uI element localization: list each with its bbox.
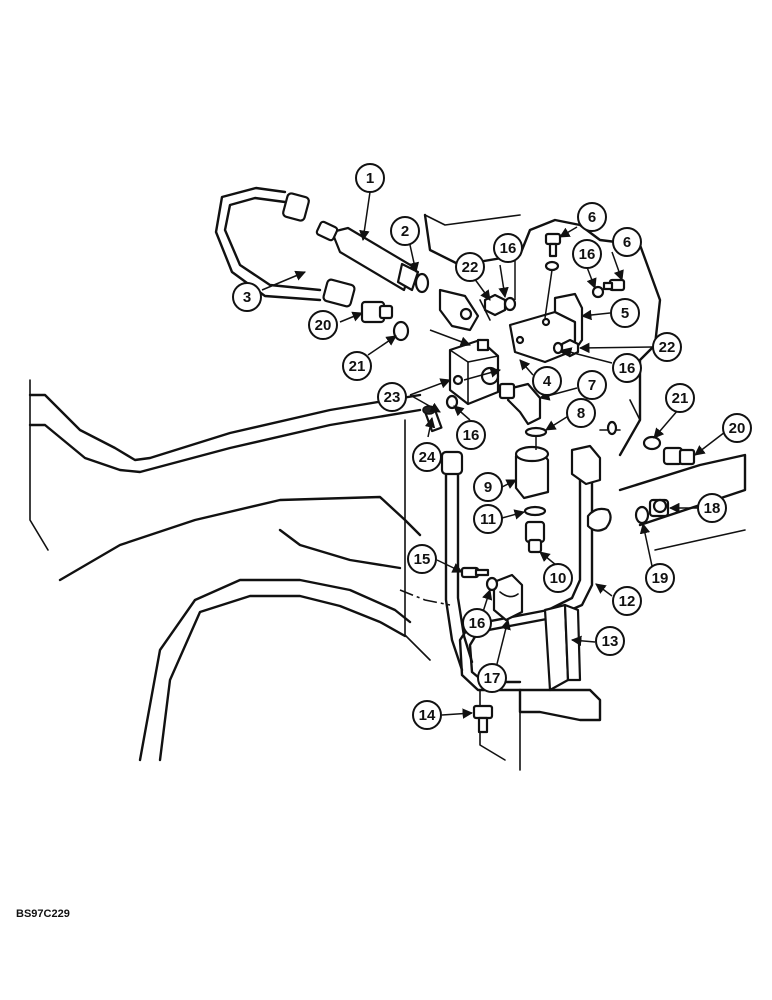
hose-assembly-3 xyxy=(214,186,356,308)
svg-text:9: 9 xyxy=(484,479,492,496)
callout-10: 10 xyxy=(543,563,573,593)
washer-16-b xyxy=(485,576,499,592)
callout-14: 14 xyxy=(412,700,442,730)
svg-text:5: 5 xyxy=(621,305,629,322)
callout-21-a: 21 xyxy=(342,351,372,381)
callout-23: 23 xyxy=(377,382,407,412)
svg-text:19: 19 xyxy=(652,570,669,587)
svg-text:8: 8 xyxy=(577,405,585,422)
svg-text:14: 14 xyxy=(419,707,436,724)
washer-16-f xyxy=(591,285,605,299)
callout-18: 18 xyxy=(697,493,727,523)
callout-9: 9 xyxy=(473,472,503,502)
o-ring-2 xyxy=(414,272,430,294)
washer-16-c xyxy=(503,296,517,312)
callout-16-e: 16 xyxy=(462,608,492,638)
svg-text:21: 21 xyxy=(672,390,689,407)
callout-8: 8 xyxy=(566,398,596,428)
svg-text:13: 13 xyxy=(602,633,619,650)
svg-text:2: 2 xyxy=(401,223,409,240)
callout-20-b: 20 xyxy=(722,413,752,443)
bolt-6-a xyxy=(544,232,562,258)
callout-20-a: 20 xyxy=(308,310,338,340)
callout-24: 24 xyxy=(412,442,442,472)
callout-22-b: 22 xyxy=(652,332,682,362)
callout-13: 13 xyxy=(595,626,625,656)
o-ring-21-left xyxy=(392,320,410,342)
callout-12: 12 xyxy=(612,586,642,616)
callout-16-d: 16 xyxy=(456,420,486,450)
svg-text:12: 12 xyxy=(619,593,636,610)
callout-16-a: 16 xyxy=(493,233,523,263)
svg-text:3: 3 xyxy=(243,289,251,306)
valve-block-23 xyxy=(448,338,500,406)
callout-6-a: 6 xyxy=(577,202,607,232)
machine-frame xyxy=(28,379,747,771)
svg-text:16: 16 xyxy=(463,427,480,444)
svg-text:10: 10 xyxy=(550,570,567,587)
callout-1: 1 xyxy=(355,163,385,193)
washer-16-d xyxy=(552,341,564,355)
svg-text:18: 18 xyxy=(704,500,721,517)
svg-text:20: 20 xyxy=(729,420,746,437)
callout-3: 3 xyxy=(232,282,262,312)
check-valve-9 xyxy=(514,445,550,500)
svg-text:23: 23 xyxy=(384,389,401,406)
o-ring-8 xyxy=(524,426,548,438)
callout-22-a: 22 xyxy=(455,252,485,282)
svg-text:6: 6 xyxy=(588,209,596,226)
cap xyxy=(586,507,612,532)
leader-lines xyxy=(261,191,726,719)
adapter-10 xyxy=(524,520,546,554)
bolt-14 xyxy=(472,704,494,734)
hose-end xyxy=(438,288,480,332)
svg-text:17: 17 xyxy=(484,670,501,687)
bolt-6-b xyxy=(602,278,626,292)
plug-18 xyxy=(648,498,670,518)
bracket-13 xyxy=(543,603,582,692)
svg-text:24: 24 xyxy=(419,449,436,466)
elbow-fitting-7 xyxy=(498,382,542,426)
svg-text:15: 15 xyxy=(414,551,431,568)
washer-16-a xyxy=(445,394,459,410)
svg-text:16: 16 xyxy=(500,240,517,257)
o-ring-21-right xyxy=(642,435,662,451)
callout-19: 19 xyxy=(645,563,675,593)
callout-4: 4 xyxy=(532,366,562,396)
callouts: 1 2 3 4 5 6 6 7 8 9 10 11 12 13 14 15 16… xyxy=(232,163,752,730)
svg-text:7: 7 xyxy=(588,377,596,394)
drawing-code: BS97C229 xyxy=(16,908,70,920)
callout-15: 15 xyxy=(407,544,437,574)
svg-text:21: 21 xyxy=(349,358,366,375)
svg-text:16: 16 xyxy=(579,246,596,263)
connector-20-left xyxy=(360,300,394,324)
svg-text:20: 20 xyxy=(315,317,332,334)
svg-text:11: 11 xyxy=(480,511,496,528)
svg-text:16: 16 xyxy=(469,615,486,632)
callout-21-b: 21 xyxy=(665,383,695,413)
o-ring-11 xyxy=(523,505,547,517)
svg-text:6: 6 xyxy=(623,234,631,251)
svg-text:22: 22 xyxy=(462,259,479,276)
callout-2: 2 xyxy=(390,216,420,246)
callout-16-c: 16 xyxy=(612,353,642,383)
clamp-17 xyxy=(492,573,524,622)
callout-16-b: 16 xyxy=(572,239,602,269)
washer-16-e xyxy=(544,260,560,272)
bolt-15 xyxy=(460,566,490,579)
svg-text:1: 1 xyxy=(366,170,374,187)
svg-text:22: 22 xyxy=(659,339,676,356)
callout-6-b: 6 xyxy=(612,227,642,257)
callout-5: 5 xyxy=(610,298,640,328)
svg-text:16: 16 xyxy=(619,360,636,377)
connector-20-right xyxy=(662,446,696,466)
callout-7: 7 xyxy=(577,370,607,400)
o-ring-19 xyxy=(634,505,650,525)
callout-17: 17 xyxy=(477,663,507,693)
tube-24 xyxy=(440,450,474,672)
svg-text:4: 4 xyxy=(543,373,552,390)
callout-11: 11 xyxy=(473,504,503,534)
